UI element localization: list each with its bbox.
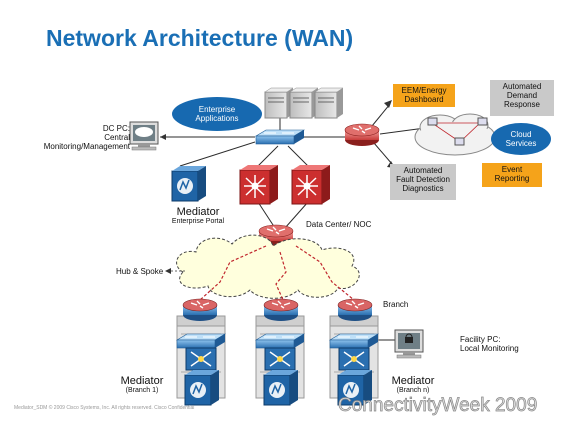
cloud-services-ellipse [491,123,551,155]
branch-router-n [337,298,373,322]
hub-spoke-label: Hub & Spoke [116,267,164,276]
mediator-portal-title: Mediator [176,206,220,218]
event-reporting-box: Event Reporting [482,163,542,187]
fault-detection-box: Automated Fault Detection Diagnostics [390,164,456,200]
branch-switch-n [329,333,379,349]
eem-dashboard-box: EEM/Energy Dashboard [393,84,455,107]
enterprise-apps-ellipse [172,97,262,131]
mediator-branch1-icon [184,369,220,406]
mediator-branch1-label: Mediator (Branch 1) [102,376,182,395]
server-3 [314,87,344,119]
cloud-right [414,113,496,156]
server-1 [264,87,294,119]
watermark-text: ConnectivityWeek 2009 [338,395,538,417]
core-switch [255,129,305,145]
branch-switch-1 [176,333,226,349]
cloud-services-label: Cloud Services [505,130,537,148]
mediator-portal-subtitle: Enterprise Portal [171,218,225,225]
footer-text: Mediator_SDM © 2009 Cisco Systems, Inc. … [14,405,195,411]
mediator-branchn-label: Mediator (Branch n) [375,376,451,395]
branch-router-2 [263,298,299,322]
branch-device-2 [264,347,296,371]
mediator-portal-label: Mediator Enterprise Portal [160,207,236,226]
branch-device-1 [185,347,217,371]
mediator-portal-icon [171,165,207,202]
dc-pc-label: DC PC: Central Monitoring/Management [43,124,130,151]
wan-cloud [176,234,360,299]
mediator-branch1-subtitle: (Branch 1) [125,387,159,394]
branch-device-n [338,347,370,371]
server-2 [289,87,319,119]
mediator-branch1-title: Mediator [120,375,164,387]
page-title: Network Architecture (WAN) [46,25,354,51]
firewall-right [291,164,331,205]
branch-label: Branch [383,300,409,309]
red-dashed-links [199,245,355,301]
mediator-branchn-title: Mediator [391,375,435,387]
connection-lines [160,103,426,341]
mediator-branch2-icon [263,369,299,406]
firewall-left [239,164,279,205]
enterprise-apps-label: Enterprise Applications [195,105,239,123]
mediator-branchn-subtitle: (Branch n) [396,387,430,394]
branch-router-1 [182,298,218,322]
wan-router-icon [344,123,380,147]
demand-response-box: Automated Demand Response [490,80,554,116]
data-center-label: Data Center/ NOC [306,220,372,229]
branch-switch-2 [255,333,305,349]
facility-pc-label: Facility PC: Local Monitoring [460,335,519,353]
